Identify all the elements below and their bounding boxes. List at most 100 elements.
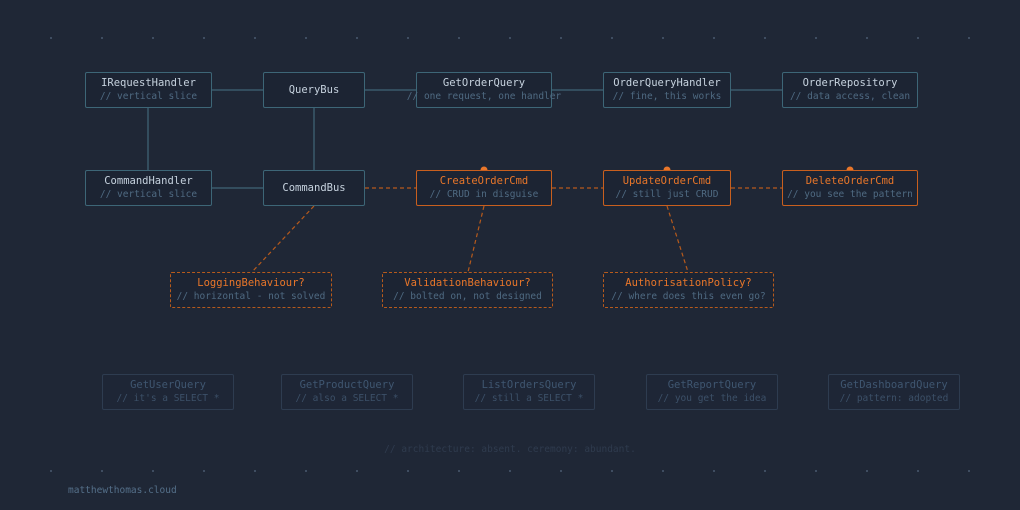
dot bbox=[815, 37, 817, 39]
dot bbox=[101, 470, 103, 472]
dot bbox=[560, 37, 562, 39]
node-title: IRequestHandler bbox=[101, 77, 196, 89]
dot bbox=[764, 470, 766, 472]
solid-connectors bbox=[147, 89, 782, 189]
dot bbox=[254, 37, 256, 39]
dot bbox=[662, 37, 664, 39]
node-title: GetReportQuery bbox=[667, 379, 757, 391]
node-title: ValidationBehaviour? bbox=[404, 277, 531, 289]
dot bbox=[662, 470, 664, 472]
node-loggingbehaviour: LoggingBehaviour? // horizontal - not so… bbox=[170, 272, 332, 308]
dot bbox=[407, 37, 409, 39]
node-orderrepository: OrderRepository // data access, clean bbox=[782, 72, 918, 108]
dot bbox=[203, 37, 205, 39]
dot bbox=[152, 470, 154, 472]
dot bbox=[713, 470, 715, 472]
dot bbox=[917, 470, 919, 472]
node-comment: // horizontal - not solved bbox=[176, 291, 326, 302]
node-updateordercmd: UpdateOrderCmd // still just CRUD bbox=[603, 170, 731, 206]
dot bbox=[611, 37, 613, 39]
node-validationbehaviour: ValidationBehaviour? // bolted on, not d… bbox=[382, 272, 553, 308]
dot bbox=[866, 37, 868, 39]
node-comment: // data access, clean bbox=[789, 91, 911, 102]
node-title: OrderRepository bbox=[802, 77, 898, 89]
node-title: DeleteOrderCmd bbox=[805, 175, 895, 187]
top-dot-row bbox=[50, 37, 970, 39]
node-title: GetDashboardQuery bbox=[840, 379, 948, 391]
node-title: GetProductQuery bbox=[299, 379, 395, 391]
node-comment: // where does this even go? bbox=[611, 291, 766, 302]
node-irequesthandler: IRequestHandler // vertical slice bbox=[85, 72, 212, 108]
dot bbox=[458, 37, 460, 39]
node-title: OrderQueryHandler bbox=[613, 77, 721, 89]
node-title: UpdateOrderCmd bbox=[622, 175, 712, 187]
dot bbox=[917, 37, 919, 39]
dashed-connectors bbox=[251, 187, 782, 273]
dot bbox=[509, 470, 511, 472]
node-listordersquery: ListOrdersQuery // still a SELECT * bbox=[463, 374, 595, 410]
dot bbox=[713, 37, 715, 39]
dot bbox=[101, 37, 103, 39]
node-deleteordercmd: DeleteOrderCmd // you see the pattern bbox=[782, 170, 918, 206]
dot bbox=[203, 470, 205, 472]
node-createordercmd: CreateOrderCmd // CRUD in disguise bbox=[416, 170, 552, 206]
dot bbox=[356, 37, 358, 39]
node-comment: // still just CRUD bbox=[615, 189, 719, 200]
dot bbox=[458, 470, 460, 472]
node-title: CommandBus bbox=[282, 181, 346, 194]
node-title: GetOrderQuery bbox=[442, 77, 526, 89]
node-authorisationpolicy: AuthorisationPolicy? // where does this … bbox=[603, 272, 774, 308]
node-orderqueryhandler: OrderQueryHandler // fine, this works bbox=[603, 72, 731, 108]
dot bbox=[152, 37, 154, 39]
dot bbox=[611, 470, 613, 472]
dot bbox=[815, 470, 817, 472]
node-comment: // CRUD in disguise bbox=[429, 189, 539, 200]
dot bbox=[968, 37, 970, 39]
node-getproductquery: GetProductQuery // also a SELECT * bbox=[281, 374, 413, 410]
brand-label: matthewthomas.cloud bbox=[68, 485, 177, 496]
dot bbox=[50, 470, 52, 472]
node-getuserquery: GetUserQuery // it's a SELECT * bbox=[102, 374, 234, 410]
node-comment: // you get the idea bbox=[657, 393, 767, 404]
node-getorderquery: GetOrderQuery // one request, one handle… bbox=[407, 72, 561, 108]
dot bbox=[254, 470, 256, 472]
edge-commandbus-loggingbehaviour bbox=[251, 205, 315, 273]
node-getdashboardquery: GetDashboardQuery // pattern: adopted bbox=[828, 374, 960, 410]
node-comment: // pattern: adopted bbox=[839, 393, 949, 404]
dot bbox=[866, 470, 868, 472]
dot bbox=[968, 470, 970, 472]
node-comment: // fine, this works bbox=[612, 91, 722, 102]
node-comment: // also a SELECT * bbox=[295, 393, 399, 404]
node-comment: // still a SELECT * bbox=[474, 393, 584, 404]
node-comment: // it's a SELECT * bbox=[116, 393, 220, 404]
dot bbox=[560, 470, 562, 472]
node-comment: // vertical slice bbox=[99, 189, 198, 200]
edge-createordercmd-validationbehaviour bbox=[467, 205, 485, 273]
node-title: CommandHandler bbox=[104, 175, 193, 187]
bottom-dot-row bbox=[50, 470, 970, 472]
node-title: ListOrdersQuery bbox=[481, 379, 577, 391]
node-title: LoggingBehaviour? bbox=[197, 277, 305, 289]
node-querybus: QueryBus bbox=[263, 72, 365, 108]
dot bbox=[764, 37, 766, 39]
node-comment: // you see the pattern bbox=[787, 189, 913, 200]
dot bbox=[509, 37, 511, 39]
footer-note: // architecture: absent. ceremony: abund… bbox=[384, 444, 636, 455]
node-getreportquery: GetReportQuery // you get the idea bbox=[646, 374, 778, 410]
dot bbox=[50, 37, 52, 39]
node-title: GetUserQuery bbox=[130, 379, 206, 391]
edge-updateordercmd-authorisationpolicy bbox=[666, 205, 689, 273]
node-comment: // one request, one handler bbox=[406, 91, 562, 102]
dot bbox=[305, 470, 307, 472]
node-commandbus: CommandBus bbox=[263, 170, 365, 206]
dot bbox=[407, 470, 409, 472]
node-title: CreateOrderCmd bbox=[439, 175, 529, 187]
node-title: AuthorisationPolicy? bbox=[625, 277, 752, 289]
dot bbox=[356, 470, 358, 472]
node-title: QueryBus bbox=[288, 83, 340, 96]
dot bbox=[305, 37, 307, 39]
node-comment: // vertical slice bbox=[99, 91, 198, 102]
node-comment: // bolted on, not designed bbox=[393, 291, 542, 302]
node-commandhandler: CommandHandler // vertical slice bbox=[85, 170, 212, 206]
